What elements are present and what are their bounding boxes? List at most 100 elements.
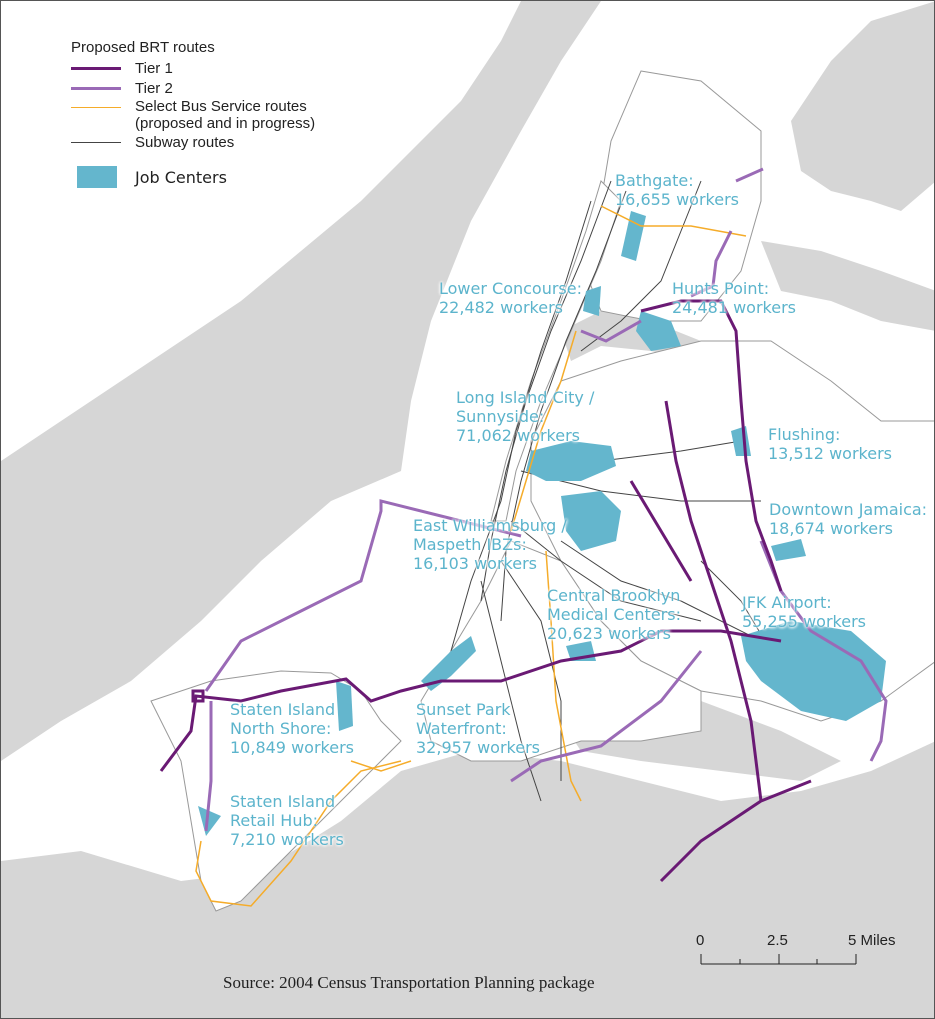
tier2-route xyxy=(690,230,733,298)
label-workers: 71,062 workers xyxy=(456,426,580,445)
tier1-route xyxy=(640,299,783,592)
tier2-route xyxy=(204,499,522,692)
label-workers: 7,210 workers xyxy=(230,830,344,849)
legend-subway-label: Subway routes xyxy=(135,133,235,151)
label-workers: 10,849 workers xyxy=(230,738,354,757)
label-name: Bathgate: xyxy=(615,171,694,190)
label-name-2: Sunnyside: xyxy=(456,407,545,426)
scale-bar-graphic xyxy=(700,954,857,965)
sbs-route xyxy=(600,205,747,237)
subway-line xyxy=(510,520,702,622)
job-center-jfk xyxy=(741,621,886,721)
subway-line xyxy=(560,540,762,642)
label-name: Flushing: xyxy=(768,425,841,444)
job-center-lower-concourse xyxy=(583,286,601,316)
label-workers: 24,481 workers xyxy=(672,298,796,317)
job-center-sunset-park xyxy=(421,636,476,691)
tier2-swatch xyxy=(71,86,121,90)
tier1-route xyxy=(159,629,782,772)
sbs-route xyxy=(510,330,577,532)
legend-sbs-line1: Select Bus Service routes xyxy=(135,98,307,115)
label-name: East Williamsburg / xyxy=(413,516,567,535)
subway-line xyxy=(580,180,702,352)
label-jfk-airport: JFK Airport: 55,255 workers xyxy=(742,593,866,631)
subway-swatch xyxy=(71,141,121,143)
legend-row-tier1: Tier 1 xyxy=(71,58,315,78)
label-workers: 22,482 workers xyxy=(439,298,563,317)
label-workers: 32,957 workers xyxy=(416,738,540,757)
label-si-north-shore: Staten Island North Shore: 10,849 worker… xyxy=(230,700,354,757)
job-center-lic xyxy=(526,441,616,481)
label-name-2: Retail Hub: xyxy=(230,811,319,830)
sbs-route xyxy=(545,550,582,802)
legend-row-sbs: Select Bus Service routes (proposed and … xyxy=(71,98,315,132)
tier2-route xyxy=(204,701,213,832)
subway-line xyxy=(500,560,562,781)
select-bus-service-routes xyxy=(195,205,747,907)
tier1-loop-marker xyxy=(191,689,205,703)
brooklyn-land xyxy=(420,540,702,762)
tier1-route xyxy=(664,400,763,802)
tier2-route xyxy=(510,650,703,783)
legend-row-tier2: Tier 2 xyxy=(71,78,315,98)
job-center-si-north-shore xyxy=(336,681,353,731)
label-lower-concourse: Lower Concourse: 22,482 workers xyxy=(439,279,582,317)
source-note: Source: 2004 Census Transportation Plann… xyxy=(223,973,595,992)
label-sunset-park: Sunset Park Waterfront: 32,957 workers xyxy=(416,700,540,757)
label-name-2: Waterfront: xyxy=(416,719,507,738)
legend-tier2-label: Tier 2 xyxy=(135,79,173,97)
scale-label-5-miles: 5 Miles xyxy=(848,932,896,949)
label-name-2: Maspeth IBZs: xyxy=(413,535,527,554)
job-center-swatch xyxy=(77,166,117,188)
map-legend: Proposed BRT routes Tier 1 Tier 2 Select… xyxy=(71,39,315,190)
label-workers: 16,103 workers xyxy=(413,554,537,573)
nj-land xyxy=(1,1,601,761)
label-si-retail-hub: Staten Island Retail Hub: 7,210 workers xyxy=(230,792,344,849)
label-east-williamsburg: East Williamsburg / Maspeth IBZs: 16,103… xyxy=(413,516,567,573)
label-downtown-jamaica: Downtown Jamaica: 18,674 workers xyxy=(769,500,927,538)
subway-line xyxy=(480,180,612,602)
northeast-land xyxy=(791,1,934,211)
label-name: Sunset Park xyxy=(416,700,511,719)
label-name-2: Medical Centers: xyxy=(547,605,681,624)
legend-tier1-label: Tier 1 xyxy=(135,59,173,77)
legend-sbs-line2: (proposed and in progress) xyxy=(135,115,316,132)
legend-job-centers-label: Job Centers xyxy=(135,167,227,187)
job-center-jamaica xyxy=(771,539,806,561)
label-name: JFK Airport: xyxy=(742,593,832,612)
manhattan-land xyxy=(490,180,622,522)
label-bathgate: Bathgate: 16,655 workers xyxy=(615,171,739,209)
legend-row-subway: Subway routes xyxy=(71,132,315,152)
tier2-route xyxy=(580,319,642,343)
legend-title: Proposed BRT routes xyxy=(71,39,215,56)
label-flushing: Flushing: 13,512 workers xyxy=(768,425,892,463)
sbs-route xyxy=(195,760,402,907)
label-central-brooklyn: Central Brooklyn Medical Centers: 20,623… xyxy=(547,586,681,643)
label-name: Downtown Jamaica: xyxy=(769,500,928,519)
label-name: Hunts Point: xyxy=(672,279,770,298)
tier1-route xyxy=(629,480,693,582)
label-name: Long Island City / xyxy=(456,388,595,407)
job-center-williamsburg xyxy=(561,491,621,551)
label-name: Central Brooklyn xyxy=(547,586,681,605)
label-workers: 55,255 workers xyxy=(742,612,866,631)
subway-line xyxy=(480,580,542,802)
label-hunts-point: Hunts Point: 24,481 workers xyxy=(672,279,796,317)
boroughs xyxy=(150,70,934,912)
label-workers: 20,623 workers xyxy=(547,624,671,643)
lower-bay xyxy=(1,741,934,1018)
job-center-si-retail xyxy=(198,806,221,836)
sbs-swatch xyxy=(71,107,121,108)
label-workers: 13,512 workers xyxy=(768,444,892,463)
job-center-areas xyxy=(198,211,886,836)
label-long-island-city: Long Island City / Sunnyside: 71,062 wor… xyxy=(456,388,594,445)
label-name: Lower Concourse: xyxy=(439,279,582,298)
job-center-hunts-point xyxy=(636,311,681,351)
label-workers: 16,655 workers xyxy=(615,190,739,209)
sbs-route xyxy=(350,760,412,772)
legend-row-job-centers: Job Centers xyxy=(71,164,315,190)
label-name: Staten Island xyxy=(230,792,336,811)
staten-island-land xyxy=(150,670,402,912)
